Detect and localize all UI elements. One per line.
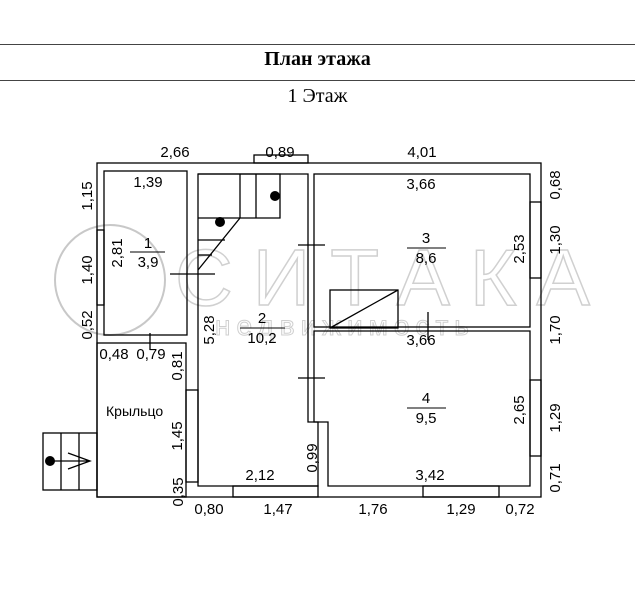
room-4-number: 4 bbox=[422, 390, 430, 407]
window bbox=[253, 154, 309, 164]
dimensions: 2,66 0,89 4,01 1,15 1,40 0,52 0,68 1,30 … bbox=[79, 144, 564, 518]
dim: 2,65 bbox=[511, 395, 528, 424]
dim: 0,48 bbox=[99, 346, 128, 363]
dim: 1,70 bbox=[547, 315, 564, 344]
dim: 1,76 bbox=[358, 501, 387, 518]
floor-label: 1 Этаж bbox=[287, 85, 348, 107]
dim: 1,47 bbox=[263, 501, 292, 518]
dim: 0,71 bbox=[547, 463, 564, 492]
page-title: План этажа bbox=[264, 48, 371, 70]
room-2-area: 10,2 bbox=[247, 330, 276, 347]
dim: 0,52 bbox=[79, 310, 96, 339]
dim: 0,89 bbox=[265, 144, 294, 161]
dim: 1,45 bbox=[169, 421, 186, 450]
dim: 4,01 bbox=[407, 144, 436, 161]
window bbox=[529, 201, 542, 279]
walls bbox=[42, 154, 542, 498]
window bbox=[422, 485, 500, 498]
dim: 2,53 bbox=[511, 234, 528, 263]
dim: 1,29 bbox=[547, 403, 564, 432]
window bbox=[232, 485, 319, 498]
dim: 3,42 bbox=[415, 467, 444, 484]
room-1-area: 3,9 bbox=[138, 254, 159, 271]
stair-start-dot bbox=[270, 191, 280, 201]
room-3-area: 8,6 bbox=[416, 250, 437, 267]
dim: 0,35 bbox=[170, 477, 187, 506]
dim: 2,66 bbox=[160, 144, 189, 161]
window bbox=[96, 229, 105, 306]
dim: 3,66 bbox=[406, 176, 435, 193]
stair-start-dot bbox=[215, 217, 225, 227]
room-3-number: 3 bbox=[422, 230, 430, 247]
room-2-number: 2 bbox=[258, 310, 266, 327]
dim: 1,30 bbox=[547, 225, 564, 254]
header-bottom-rule bbox=[0, 80, 635, 81]
dim: 0,72 bbox=[505, 501, 534, 518]
window bbox=[185, 389, 199, 483]
dim: 0,79 bbox=[136, 346, 165, 363]
room-1-number: 1 bbox=[144, 235, 152, 252]
dim: 1,29 bbox=[446, 501, 475, 518]
window bbox=[529, 379, 542, 457]
room-labels: 1 3,9 2 10,2 3 8,6 4 9,5 Крыльцо bbox=[106, 230, 446, 427]
dim: 1,40 bbox=[79, 255, 96, 284]
dim: 0,81 bbox=[169, 351, 186, 380]
header-top-rule bbox=[0, 44, 635, 45]
dim: 2,81 bbox=[109, 238, 126, 267]
dim: 0,80 bbox=[194, 501, 223, 518]
dim: 2,12 bbox=[245, 467, 274, 484]
porch-label: Крыльцо bbox=[106, 403, 163, 419]
dim: 1,39 bbox=[133, 174, 162, 191]
room-4-area: 9,5 bbox=[416, 410, 437, 427]
dim: 5,28 bbox=[201, 315, 218, 344]
dim: 0,68 bbox=[547, 170, 564, 199]
watermark-brand: СИТАКА bbox=[175, 233, 610, 322]
dim: 0,99 bbox=[304, 443, 321, 472]
watermark-tagline: недвижимость bbox=[215, 310, 475, 341]
dim: 3,66 bbox=[406, 332, 435, 349]
dim: 1,15 bbox=[79, 181, 96, 210]
